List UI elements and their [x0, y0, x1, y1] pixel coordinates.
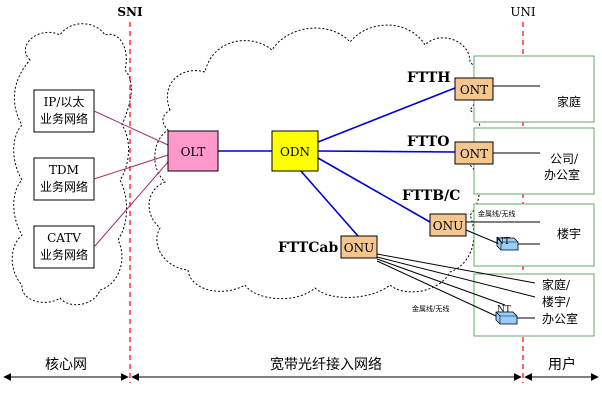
- nt-upper-label: NT: [496, 237, 510, 247]
- user-box-mixed: [473, 273, 595, 337]
- site-home-label: 家庭: [557, 94, 581, 109]
- fttb-link-nt: [465, 229, 498, 244]
- user-box-building: [473, 203, 595, 267]
- ftth-label: FTTH: [407, 70, 451, 86]
- nt-upper-device: [496, 237, 519, 251]
- core-service-ip-ethernet: IP/以太 业务网络: [33, 89, 95, 133]
- fiber-odn-ftto: [317, 150, 456, 153]
- fttcab-link-1: [376, 253, 536, 284]
- site-building-label: 楼宇: [557, 226, 581, 241]
- metal-wireless-label-upper: 金属线/无线: [478, 209, 515, 218]
- site-mixed-line: 办公室: [542, 311, 578, 326]
- core-link-tdm: [93, 154, 169, 180]
- metal-wireless-label-lower: 金属线/无线: [412, 304, 449, 313]
- user-box-office: [473, 127, 595, 195]
- section-core-label: 核心网: [45, 357, 87, 373]
- core-service-line: IP/以太: [44, 94, 85, 109]
- fttb-label: FTTB/C: [402, 188, 460, 204]
- onu-fttb-label: ONU: [433, 219, 463, 233]
- fiber-odn-fttb: [317, 157, 431, 223]
- fttcab-label: FTTCab: [278, 240, 338, 256]
- fiber-odn-ftth: [317, 87, 456, 143]
- core-link-ip: [93, 110, 169, 146]
- core-service-line: 业务网络: [40, 247, 88, 262]
- site-office-line: 办公室: [544, 167, 580, 182]
- core-service-catv: CATV 业务网络: [33, 225, 95, 269]
- ont-ftto-node: ONT: [454, 141, 494, 165]
- fttcab-link-3: [376, 258, 506, 306]
- fttcab-link-2: [376, 256, 536, 298]
- onu-fttb-node: ONU: [429, 213, 467, 237]
- ftto-label: FTTO: [407, 134, 449, 150]
- core-service-tdm: TDM 业务网络: [33, 157, 95, 201]
- site-mixed-line: 楼宇/: [542, 294, 571, 309]
- ont-ftth-node: ONT: [454, 77, 494, 101]
- section-access-label: 宽带光纤接入网络: [270, 356, 382, 373]
- odn-node: ODN: [271, 130, 319, 172]
- uni-label: UNI: [510, 5, 536, 19]
- fttcab-link-4: [376, 260, 497, 317]
- fiber-odn-fttcab: [299, 169, 359, 237]
- onu-fttcab-node: ONU: [340, 235, 378, 259]
- onu-fttcab-label: ONU: [344, 241, 374, 255]
- core-service-line: TDM: [49, 163, 79, 177]
- nt-lower-label: NT: [497, 305, 511, 315]
- ont-ftto-label: ONT: [460, 147, 488, 161]
- site-mixed-line: 家庭/: [542, 277, 571, 292]
- ont-ftth-label: ONT: [460, 83, 488, 97]
- sni-label: SNI: [117, 5, 143, 19]
- section-user-label: 用户: [548, 356, 576, 373]
- core-service-line: 业务网络: [40, 111, 88, 126]
- core-service-line: CATV: [47, 231, 81, 245]
- odn-label: ODN: [280, 145, 310, 159]
- core-service-line: 业务网络: [40, 179, 88, 194]
- site-office-line: 公司/: [550, 152, 579, 166]
- nt-lower-device: [495, 311, 518, 325]
- olt-label: OLT: [181, 145, 206, 159]
- olt-node: OLT: [167, 130, 219, 172]
- core-link-catv: [93, 161, 169, 248]
